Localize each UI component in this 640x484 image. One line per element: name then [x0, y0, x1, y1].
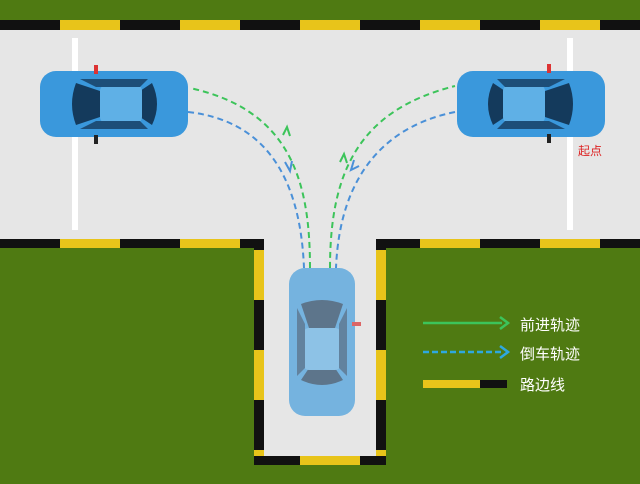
curb-right [376, 239, 640, 248]
start-label: 起点 [578, 144, 603, 158]
forward-arrowhead-right [339, 151, 348, 164]
mirror [94, 65, 98, 74]
car-parked [289, 268, 361, 416]
curb-slot-left [254, 239, 264, 465]
car-right [457, 64, 605, 143]
curb-top [0, 20, 640, 30]
mirror [547, 134, 551, 143]
forward-path-right [329, 85, 456, 269]
reverse-path-left [187, 111, 305, 269]
reverse-arrowhead-left [284, 160, 293, 174]
curb-slot-right [376, 239, 386, 465]
mirror [352, 322, 361, 326]
reverse-arrowhead-right [349, 159, 360, 172]
curb-slot-bottom [254, 456, 386, 465]
legend-reverse-arrowhead [499, 345, 511, 359]
legend-forward-arrowhead [499, 316, 511, 330]
mirror [547, 64, 551, 73]
reverse-path-right [335, 111, 456, 269]
legend-reverse-label: 倒车轨迹 [520, 345, 581, 363]
forward-path-left [189, 87, 311, 269]
legend-curb-label: 路边线 [520, 376, 566, 394]
car-left [40, 65, 188, 144]
forward-arrowhead-left [282, 124, 291, 137]
mirror [94, 135, 98, 144]
legend-forward-label: 前进轨迹 [520, 316, 581, 334]
trajectories [187, 85, 456, 269]
curb-left [0, 239, 264, 248]
legend [423, 316, 511, 388]
grass-top [0, 0, 640, 20]
legend-curb-swatch [423, 380, 507, 388]
